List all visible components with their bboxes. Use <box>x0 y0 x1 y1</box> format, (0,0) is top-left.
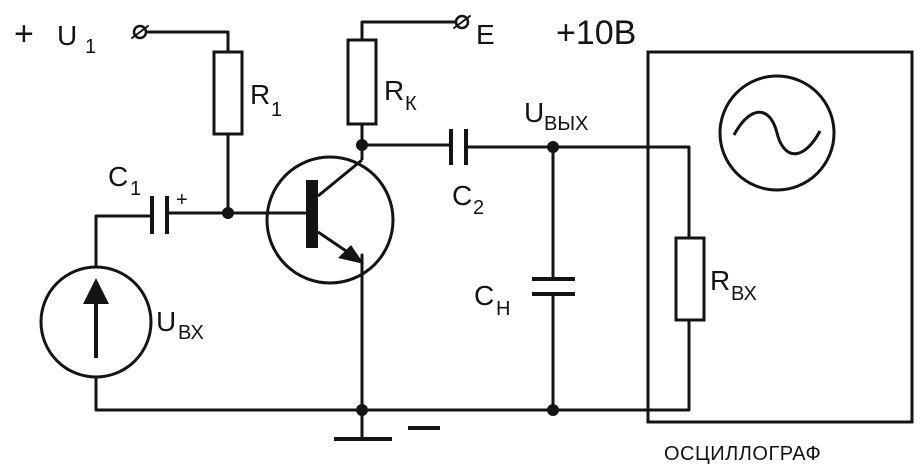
wires <box>94 20 691 440</box>
r1-label: R <box>250 79 270 110</box>
c1-label: C <box>108 161 128 192</box>
oscilloscope-screen <box>718 74 836 192</box>
c1-subscript: 1 <box>130 178 141 200</box>
junction-output <box>547 141 559 153</box>
capacitor-c1 <box>150 196 169 234</box>
transistor-npn <box>265 145 395 285</box>
uin-label: U <box>156 306 176 337</box>
wire-ground-rail <box>94 344 691 412</box>
uout-label: U <box>524 97 544 128</box>
e-label: E <box>476 19 495 50</box>
r1-subscript: 1 <box>271 99 282 121</box>
cn-label: C <box>474 280 494 311</box>
wire-u1-r1 <box>146 30 230 54</box>
cn-subscript: Н <box>496 298 510 320</box>
wire-c2-output <box>464 145 691 240</box>
u1-plus-sign: + <box>14 15 34 53</box>
resistor-rin <box>674 236 706 322</box>
junction-ground-emitter <box>356 404 368 416</box>
rk-label: R <box>384 75 404 106</box>
wire-source-c1 <box>94 214 152 269</box>
sine-wave-icon <box>732 110 822 156</box>
u1-subscript: 1 <box>85 36 96 58</box>
u1-label: U <box>57 20 77 51</box>
c2-subscript: 2 <box>473 197 484 219</box>
c2-label: C <box>452 180 472 211</box>
resistor-rk <box>346 38 378 126</box>
voltage-source <box>39 265 153 379</box>
rin-subscript: ВХ <box>731 283 757 305</box>
junctions <box>222 139 559 416</box>
supply-label: +10В <box>556 14 636 52</box>
junction-ground-cn <box>547 404 559 416</box>
rin-label: R <box>710 265 730 296</box>
junction-base <box>222 207 234 219</box>
rk-subscript: К <box>405 93 417 115</box>
uin-subscript: ВХ <box>178 322 204 344</box>
terminal-u1 <box>131 24 149 40</box>
up-arrow-icon <box>83 278 109 304</box>
oscilloscope-caption: ОСЦИЛЛОГРАФ <box>664 443 821 465</box>
wire-e-rk <box>360 20 457 42</box>
capacitor-c2 <box>449 129 468 165</box>
c1-polarity: + <box>176 189 188 211</box>
oscilloscope <box>646 50 914 424</box>
uout-subscript: ВЫХ <box>544 113 588 135</box>
oscilloscope-frame <box>646 50 914 424</box>
terminal-e <box>453 14 471 30</box>
capacitor-cn <box>532 277 575 296</box>
resistor-r1 <box>212 50 244 136</box>
